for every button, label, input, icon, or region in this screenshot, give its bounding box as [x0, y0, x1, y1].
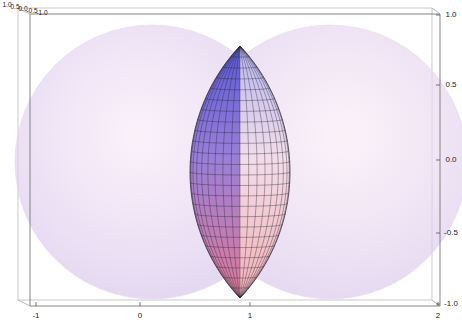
tick-mark	[250, 302, 251, 306]
mesh-line	[231, 46, 240, 298]
tick-mark	[436, 160, 440, 161]
tick-mark	[436, 15, 440, 16]
mesh-line	[210, 88, 269, 90]
mesh-line	[205, 246, 274, 248]
mesh-line	[193, 46, 240, 298]
mesh-line	[190, 172, 290, 175]
tick-label: 1	[248, 312, 252, 320]
mesh-line	[215, 46, 240, 298]
box-frame	[30, 14, 440, 306]
mesh-line	[240, 46, 278, 298]
mesh-line	[223, 277, 257, 278]
mesh-line	[191, 193, 289, 196]
mesh-line	[223, 46, 240, 298]
mesh-line	[191, 46, 240, 298]
tick-label: -1	[32, 312, 39, 320]
mesh-line	[198, 225, 283, 228]
mesh-line	[195, 130, 285, 133]
mesh-line	[197, 46, 240, 298]
mesh-line	[231, 56, 249, 58]
box-edge	[432, 300, 440, 306]
tick-label: 0.5	[445, 81, 456, 89]
tick-label: -1.0	[36, 10, 47, 17]
mesh-line	[240, 46, 289, 298]
lens-left-half	[190, 46, 240, 298]
tick-mark	[436, 85, 440, 86]
tick-mark	[436, 233, 440, 234]
tick-label: 1.0	[2, 2, 11, 9]
tick-label: 0	[138, 312, 142, 320]
mesh-line	[195, 214, 285, 217]
axis-ticks	[36, 15, 440, 306]
mesh-line	[240, 46, 287, 298]
mesh-line	[193, 141, 288, 144]
box-edge	[432, 8, 440, 14]
mesh-line	[223, 67, 257, 68]
tick-mark	[36, 302, 37, 306]
mesh-line	[190, 162, 289, 165]
mesh-line	[198, 120, 283, 123]
lens-right-half	[240, 46, 290, 298]
mesh-line	[240, 46, 283, 298]
sphere-left	[15, 25, 289, 299]
mesh-line	[205, 99, 274, 101]
mesh-line	[193, 204, 288, 207]
mesh-line	[201, 109, 279, 111]
mesh-line	[240, 46, 241, 298]
tick-mark	[436, 304, 440, 305]
tick-mark	[140, 302, 141, 306]
mesh-line	[231, 287, 249, 289]
mesh-line	[216, 267, 264, 268]
tick-label: 1.0	[445, 11, 456, 19]
tick-label: -1.0	[444, 300, 458, 308]
mesh-line	[210, 256, 269, 258]
tick-label: 0.5	[10, 4, 19, 11]
tick-label: 0.0	[445, 156, 456, 164]
mesh-line	[240, 46, 249, 298]
mesh-line	[202, 46, 240, 298]
box-edge	[18, 300, 30, 306]
tick-label: 0.0	[18, 6, 27, 13]
mesh-line	[201, 235, 279, 237]
tick-label: -0.5	[26, 8, 37, 15]
mesh-line	[216, 78, 264, 79]
lens-outline	[190, 46, 240, 298]
tick-label: 2	[436, 312, 440, 320]
lens-surface	[190, 46, 290, 298]
mesh-line	[240, 46, 257, 298]
mesh-line	[191, 151, 289, 154]
tick-label: -0.5	[444, 229, 458, 237]
mesh-line	[190, 183, 289, 186]
lens-outline	[240, 46, 290, 298]
